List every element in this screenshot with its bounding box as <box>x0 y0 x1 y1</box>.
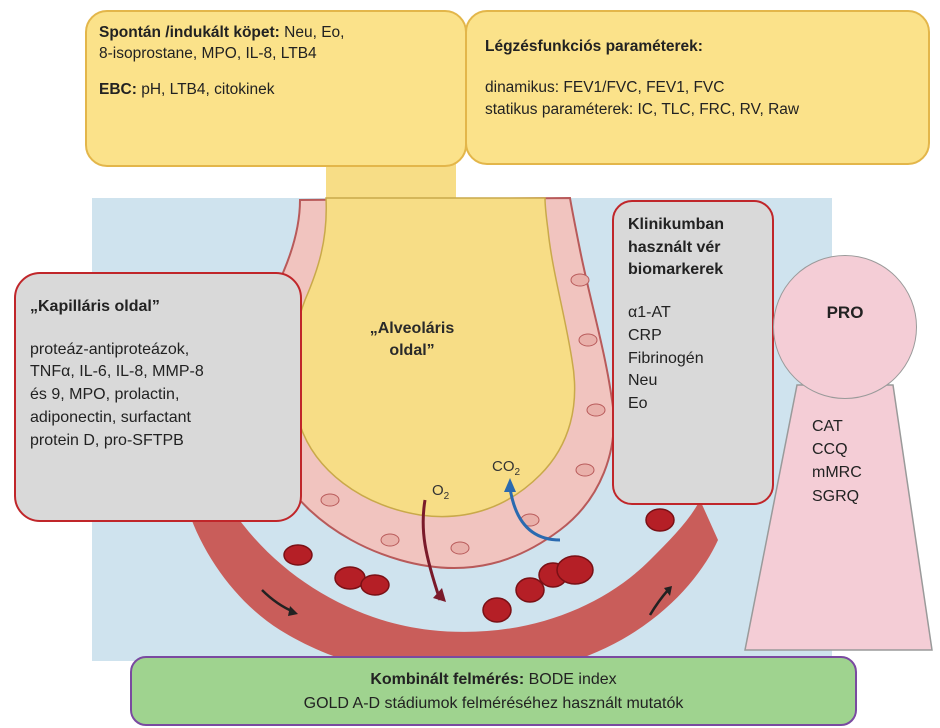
alveolar-side-label: „Alveoláris oldal” <box>352 318 472 363</box>
pro-item: CAT <box>812 415 862 438</box>
o2-label: O2 <box>432 482 449 502</box>
capillary-line: protein D, pro-SFTPB <box>30 430 286 453</box>
capillary-line: proteáz-antiproteázok, <box>30 339 286 362</box>
blood-item: α1-AT <box>628 302 758 325</box>
capillary-line: és 9, MPO, prolactin, <box>30 384 286 407</box>
blood-title-line: biomarkerek <box>628 259 758 282</box>
pro-item: mMRC <box>812 461 862 484</box>
sputum-title: Spontán /indukált köpet: <box>99 24 280 41</box>
ebc-rest: pH, LTB4, citokinek <box>137 81 275 98</box>
pro-list: CAT CCQ mMRC SGRQ <box>812 415 862 508</box>
blood-item: Eo <box>628 393 758 416</box>
capillary-title-text: „Kapilláris oldal” <box>30 298 160 315</box>
lung-function-box: Légzésfunkciós paraméterek: dinamikus: F… <box>465 10 930 165</box>
combined-title: Kombinált felmérés: <box>370 671 524 688</box>
lung-function-title: Légzésfunkciós paraméterek: <box>485 36 910 57</box>
pro-item: SGRQ <box>812 485 862 508</box>
pro-label: PRO <box>773 303 917 323</box>
co2-label: CO2 <box>492 458 520 478</box>
sputum-line-1: Spontán /indukált köpet: Neu, Eo, <box>99 22 453 43</box>
blood-title: Klinikumban használt vér biomarkerek <box>628 214 758 282</box>
blood-item: CRP <box>628 325 758 348</box>
pro-circle <box>773 255 917 399</box>
ebc-title: EBC: <box>99 81 137 98</box>
blood-item: Fibrinogén <box>628 348 758 371</box>
blood-biomarkers-box: Klinikumban használt vér biomarkerek α1-… <box>612 200 774 505</box>
sputum-line1-rest: Neu, Eo, <box>280 24 345 41</box>
combined-line-2: GOLD A-D stádiumok felméréséhez használt… <box>142 692 845 716</box>
alveolar-line-2: oldal” <box>352 340 472 362</box>
capillary-title: „Kapilláris oldal” <box>30 296 286 319</box>
capillary-line: TNFα, IL-6, IL-8, MMP-8 <box>30 361 286 384</box>
combined-title-rest: BODE index <box>524 671 616 688</box>
sputum-box: Spontán /indukált köpet: Neu, Eo, 8-isop… <box>85 10 467 167</box>
blood-title-line: használt vér <box>628 237 758 260</box>
capillary-side-box: „Kapilláris oldal” proteáz-antiproteázok… <box>14 272 302 522</box>
alveolar-line-1: „Alveoláris <box>352 318 472 340</box>
lung-function-title-text: Légzésfunkciós paraméterek: <box>485 38 703 55</box>
lung-function-static: statikus paraméterek: IC, TLC, FRC, RV, … <box>485 99 910 120</box>
capillary-line: adiponectin, surfactant <box>30 407 286 430</box>
lung-function-dynamic: dinamikus: FEV1/FVC, FEV1, FVC <box>485 77 910 98</box>
ebc-line: EBC: pH, LTB4, citokinek <box>99 79 453 100</box>
pro-item: CCQ <box>812 438 862 461</box>
blood-item: Neu <box>628 370 758 393</box>
combined-assessment-box: Kombinált felmérés: BODE index GOLD A-D … <box>130 656 857 726</box>
blood-title-line: Klinikumban <box>628 214 758 237</box>
sputum-line-2: 8-isoprostane, MPO, IL-8, LTB4 <box>99 43 453 64</box>
combined-line-1: Kombinált felmérés: BODE index <box>142 668 845 692</box>
